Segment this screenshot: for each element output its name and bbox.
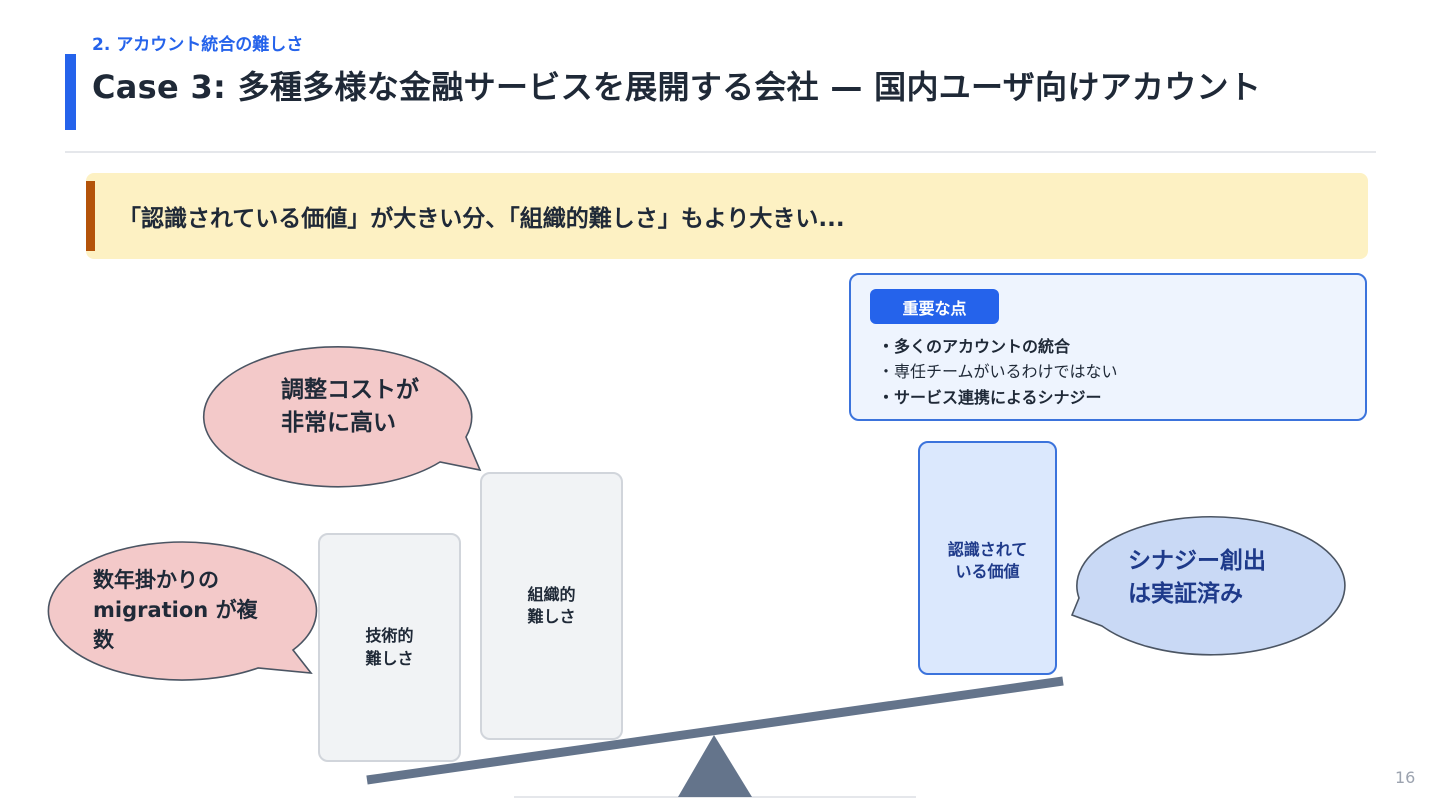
- key-point-item: ・サービス連携によるシナジー: [878, 388, 1102, 407]
- callout-text: 「認識されている価値」が大きい分、「組織的難しさ」もより大きい...: [118, 206, 845, 232]
- key-point-item: ・専任チームがいるわけではない: [878, 362, 1118, 381]
- callout-accent-bar: [86, 181, 95, 251]
- key-points-badge: 重要な点: [870, 289, 999, 324]
- recognized-value-block: 認識されて いる価値: [918, 441, 1057, 675]
- block-label: 認識されて いる価値: [947, 540, 1028, 582]
- key-point-item: ・多くのアカウントの統合: [878, 337, 1071, 356]
- organizational-difficulty-block: 組織的 難しさ: [480, 472, 623, 740]
- bubble-text-coordination: 調整コストが 非常に高い: [281, 374, 419, 441]
- block-label: 組織的 難しさ: [527, 584, 576, 626]
- title-accent-bar: [65, 54, 76, 130]
- bubble-text-line: シナジー創出 は実証済み: [1128, 548, 1266, 608]
- bubble-text-migration: 数年掛かりの migration が複数: [93, 566, 263, 655]
- bubble-text-synergy: シナジー創出 は実証済み: [1128, 545, 1266, 612]
- speech-bubble-synergy: [1070, 516, 1346, 656]
- bubble-text-line: 数年掛かりの migration が複数: [93, 568, 258, 652]
- technical-difficulty-block: 技術的 難しさ: [318, 533, 461, 762]
- page-number: 16: [1395, 768, 1416, 787]
- callout-box: [86, 173, 1368, 259]
- speech-bubble-coordination: [202, 345, 482, 488]
- speech-bubble-migration: [47, 541, 318, 681]
- section-label: 2. アカウント統合の難しさ: [92, 35, 304, 55]
- seesaw-beam: [366, 676, 1064, 785]
- bubble-text-line: 調整コストが 非常に高い: [281, 377, 419, 437]
- block-label: 技術的 難しさ: [365, 626, 414, 668]
- title-divider: [65, 151, 1376, 153]
- fulcrum-triangle: [678, 735, 752, 797]
- page-title: Case 3: 多種多様な金融サービスを展開する会社 — 国内ユーザ向けアカウン…: [92, 68, 1262, 106]
